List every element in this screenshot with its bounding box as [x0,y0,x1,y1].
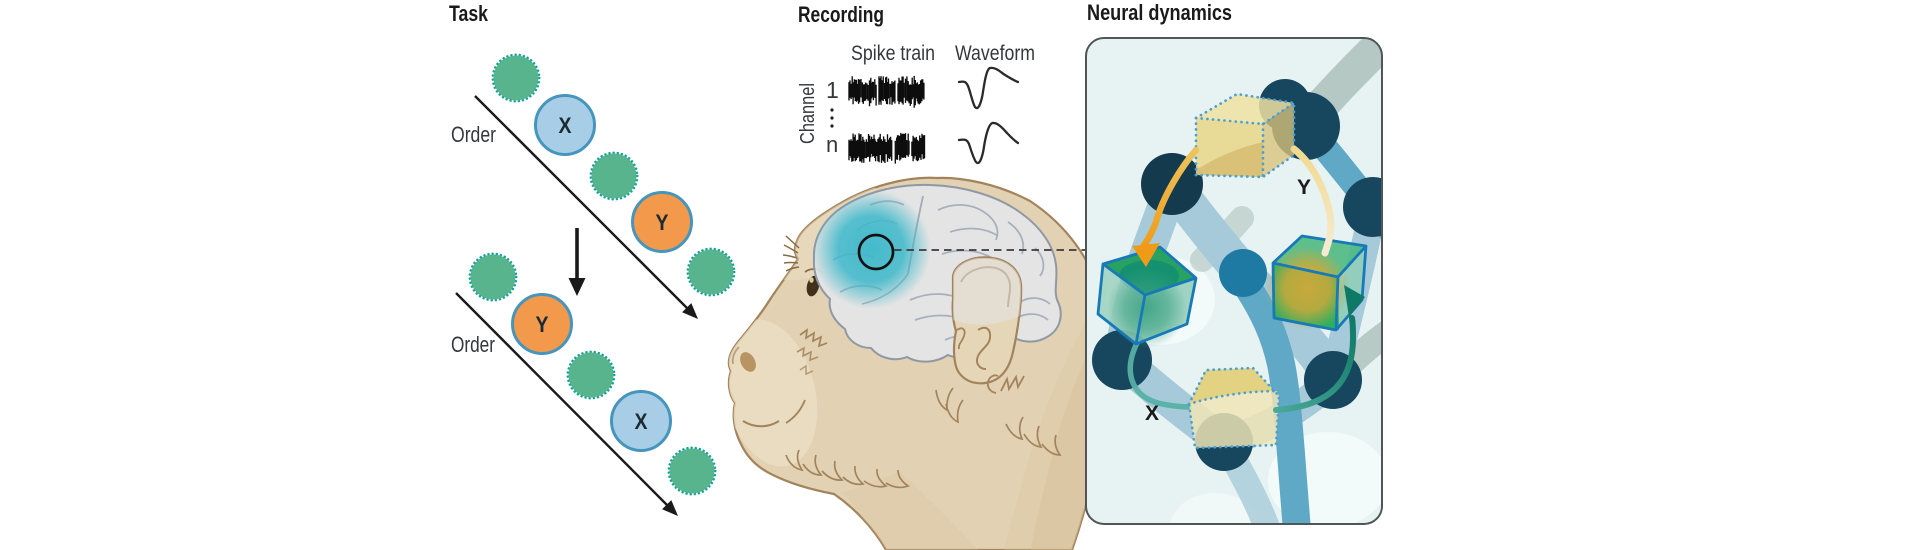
svg-text:X: X [635,409,648,434]
svg-text:Order: Order [451,122,496,147]
svg-text:1: 1 [826,77,839,103]
svg-text:Neural dynamics: Neural dynamics [1087,0,1232,25]
svg-text:Y: Y [1297,176,1311,199]
svg-text:Spike train: Spike train [851,42,935,65]
svg-text:Task: Task [449,1,489,26]
svg-text:Y: Y [656,210,669,235]
svg-text:Order: Order [451,332,495,357]
svg-text:X: X [1145,402,1159,425]
svg-text:n: n [826,132,838,157]
svg-text:Recording: Recording [798,2,884,27]
svg-text:X: X [559,113,572,138]
svg-text:Waveform: Waveform [955,42,1035,65]
svg-text:Channel: Channel [797,83,819,144]
svg-text:Y: Y [536,312,549,337]
